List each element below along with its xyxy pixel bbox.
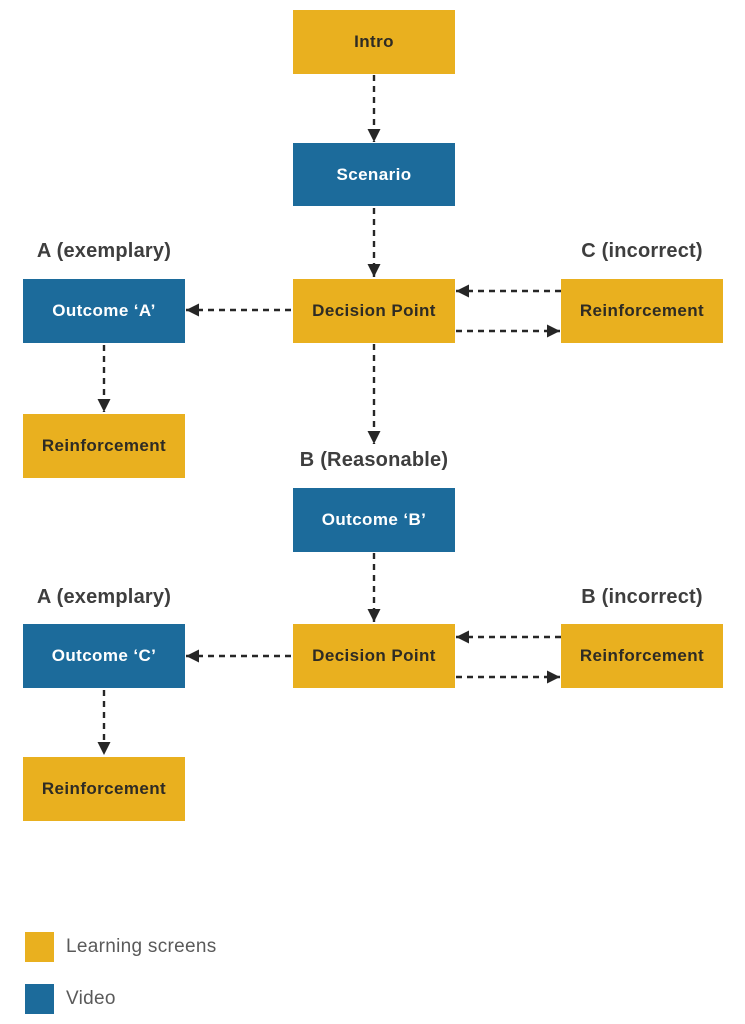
branch-label-b-incorrect: B (incorrect) [581, 586, 703, 608]
legend-item-learning-screens: Learning screens [25, 932, 217, 962]
legend-label-video: Video [66, 988, 116, 1009]
node-outcome-c: Outcome ‘C’ [23, 624, 185, 688]
branch-label-b-reasonable: B (Reasonable) [299, 449, 449, 471]
node-reinforcement-left-2: Reinforcement [23, 757, 185, 821]
branch-label-a-exemplary-2: A (exemplary) [36, 586, 172, 608]
legend-item-video: Video [25, 984, 217, 1014]
branch-label-a-exemplary-1: A (exemplary) [36, 240, 172, 262]
branch-label-c-incorrect: C (incorrect) [581, 240, 703, 262]
node-outcome-a: Outcome ‘A’ [23, 279, 185, 343]
node-scenario: Scenario [293, 143, 455, 206]
node-reinforcement-left-1: Reinforcement [23, 414, 185, 478]
node-outcome-b: Outcome ‘B’ [293, 488, 455, 552]
node-decision-point-1: Decision Point [293, 279, 455, 343]
legend: Learning screens Video [25, 932, 217, 1014]
video-swatch [25, 984, 54, 1014]
node-intro: Intro [293, 10, 455, 74]
node-decision-point-2: Decision Point [293, 624, 455, 688]
learning-screens-swatch [25, 932, 54, 962]
legend-label-learning-screens: Learning screens [66, 936, 217, 957]
node-reinforcement-right-1: Reinforcement [561, 279, 723, 343]
node-reinforcement-right-2: Reinforcement [561, 624, 723, 688]
